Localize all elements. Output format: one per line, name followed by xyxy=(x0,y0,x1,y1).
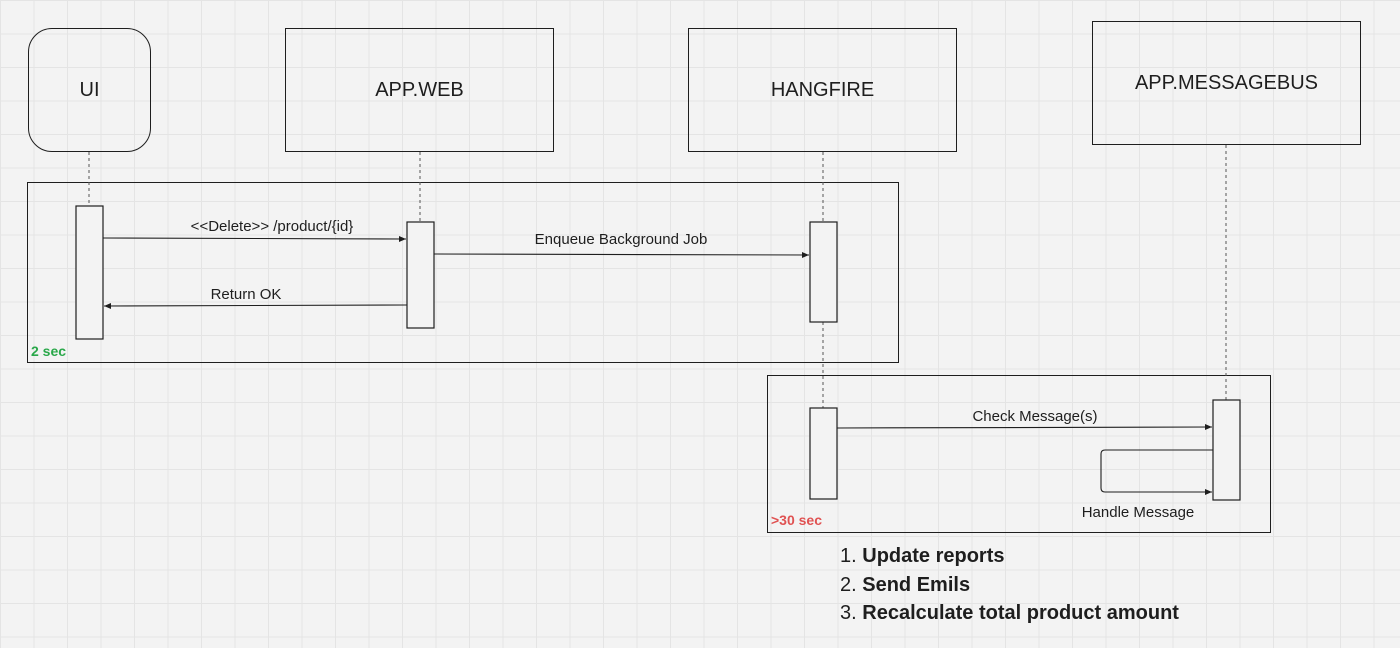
async-frame xyxy=(767,375,1271,533)
side-effect-text: Recalculate total product amount xyxy=(862,602,1179,624)
participant-hangfire-label: HANGFIRE xyxy=(770,78,875,101)
activation-app-messagebus xyxy=(1212,399,1241,501)
message-delete-request-label: <<Delete>> /product/{id} xyxy=(190,218,354,235)
arrow-return-ok xyxy=(103,302,408,309)
side-effect-number: 3. xyxy=(840,602,857,624)
participant-ui-label: UI xyxy=(79,78,100,101)
participant-app-messagebus-label: APP.MESSAGEBUS xyxy=(1134,71,1319,94)
sync-frame-duration: 2 sec xyxy=(31,343,67,359)
participant-app-messagebus: APP.MESSAGEBUS xyxy=(1092,21,1361,145)
side-effect-item: 2. Send Emils xyxy=(840,571,1179,600)
activation-ui xyxy=(75,205,104,340)
side-effect-text: Update reports xyxy=(862,545,1005,567)
side-effect-number: 1. xyxy=(840,545,857,567)
participant-app-web: APP.WEB xyxy=(285,28,554,152)
side-effect-item: 1. Update reports xyxy=(840,542,1179,571)
message-check-messages-label: Check Message(s) xyxy=(972,408,1098,425)
sync-frame xyxy=(27,182,899,363)
arrow-enqueue-job xyxy=(433,251,810,258)
participant-ui: UI xyxy=(28,28,151,152)
side-effect-number: 2. xyxy=(840,573,857,596)
side-effects-list: 1. Update reports 2. Send Emils 3. Recal… xyxy=(840,542,1179,628)
participant-app-web-label: APP.WEB xyxy=(375,78,464,101)
message-return-ok-label: Return OK xyxy=(210,286,282,303)
activation-hangfire-check xyxy=(809,407,838,500)
activation-hangfire-enqueue xyxy=(809,221,838,323)
message-handle-message-label: Handle Message xyxy=(1081,504,1195,521)
async-frame-duration: >30 sec xyxy=(771,512,822,528)
arrow-handle-message xyxy=(1100,449,1213,495)
activation-app-web xyxy=(406,221,435,329)
side-effect-text: Send Emils xyxy=(862,573,971,596)
arrow-check-messages xyxy=(836,424,1213,431)
participant-hangfire: HANGFIRE xyxy=(688,28,957,152)
arrow-delete-request xyxy=(102,235,407,242)
side-effect-item: 3. Recalculate total product amount xyxy=(840,599,1179,628)
message-enqueue-job-label: Enqueue Background Job xyxy=(534,231,708,248)
